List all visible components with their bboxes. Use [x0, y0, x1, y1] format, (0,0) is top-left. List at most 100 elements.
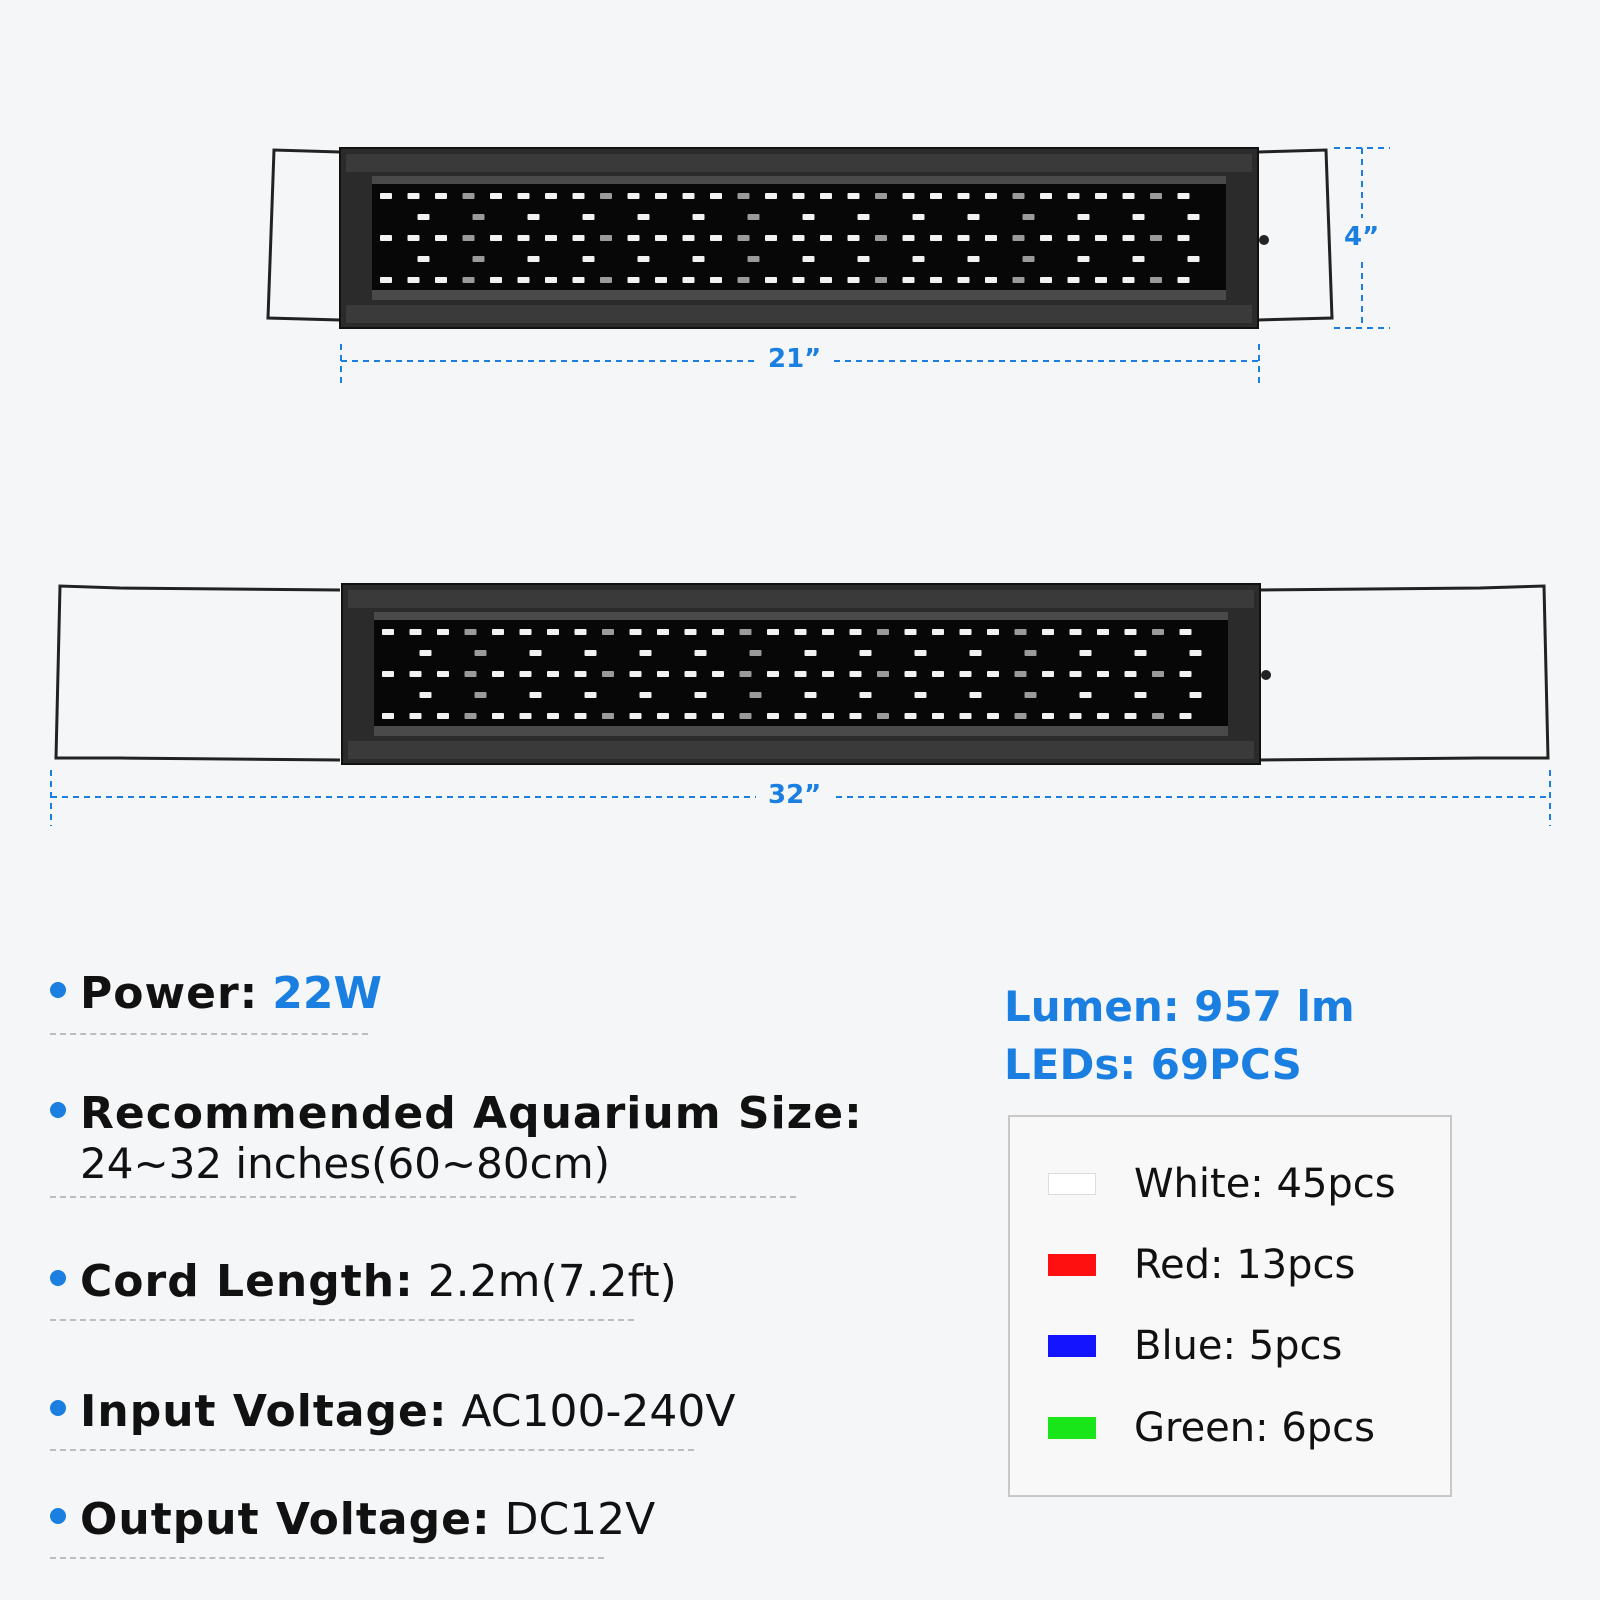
led-chip: [545, 235, 557, 241]
led-chip: [877, 671, 889, 677]
led-chip: [737, 193, 750, 199]
led-chip: [419, 650, 432, 656]
swatch-red: [1048, 1254, 1096, 1276]
led-chip: [492, 671, 504, 677]
led-chip: [694, 692, 707, 698]
led-chip: [582, 214, 595, 220]
led-chip: [547, 713, 559, 719]
light-fixture-retracted: [266, 147, 1334, 329]
led-chip: [749, 650, 762, 656]
led-chip: [847, 193, 860, 199]
dimension-lines-bottom: [50, 770, 1551, 826]
led-chip: [959, 629, 972, 635]
led-chip: [904, 713, 917, 719]
led-array-bottom: [382, 629, 1202, 719]
led-chip: [712, 629, 724, 635]
led-chip: [1187, 214, 1200, 220]
led-chip: [1189, 692, 1202, 698]
led-chip: [519, 671, 532, 677]
led-chip: [1122, 235, 1135, 241]
led-chip: [472, 256, 485, 262]
led-chip: [407, 235, 420, 241]
led-chip: [712, 671, 724, 677]
spec-value: 22W: [272, 968, 383, 1019]
height-label: 4”: [1344, 222, 1380, 252]
led-chip: [684, 629, 697, 635]
led-chip: [1095, 235, 1107, 241]
led-chip: [794, 629, 807, 635]
led-chip: [904, 671, 917, 677]
led-chip: [767, 629, 779, 635]
led-chip: [875, 193, 887, 199]
led-color-legend: White: 45pcs Red: 13pcs Blue: 5pcs Green…: [1008, 1115, 1452, 1497]
led-chip: [1152, 713, 1164, 719]
led-chip: [877, 629, 889, 635]
led-chip: [1069, 671, 1082, 677]
led-chip: [847, 277, 860, 283]
width-short-label: 21”: [768, 344, 822, 374]
led-chip: [794, 671, 807, 677]
led-chip: [822, 629, 834, 635]
led-chip: [684, 713, 697, 719]
led-chip: [1022, 256, 1035, 262]
led-chip: [472, 214, 485, 220]
led-chip: [492, 629, 504, 635]
led-chip: [627, 235, 640, 241]
led-chip: [517, 235, 530, 241]
led-chip: [985, 277, 997, 283]
led-chip: [747, 256, 760, 262]
led-chip: [692, 256, 705, 262]
led-chip: [987, 629, 999, 635]
led-chip: [794, 713, 807, 719]
legend-item-white: White: 45pcs: [1048, 1159, 1396, 1209]
led-chip: [849, 629, 862, 635]
led-chip: [1040, 235, 1052, 241]
swatch-green: [1048, 1417, 1096, 1439]
led-chip: [912, 214, 925, 220]
led-chip: [382, 713, 394, 719]
led-chip: [932, 671, 944, 677]
spec-key: Output Voltage:: [80, 1494, 491, 1545]
led-chip: [737, 277, 750, 283]
led-chip: [739, 671, 752, 677]
led-chip: [1069, 713, 1082, 719]
led-chip: [682, 277, 695, 283]
led-chip: [1014, 713, 1027, 719]
spec-key: Input Voltage:: [80, 1386, 448, 1437]
led-chip: [1077, 214, 1090, 220]
led-chip: [902, 235, 915, 241]
led-chip: [859, 650, 872, 656]
led-chip: [435, 193, 447, 199]
led-chip: [657, 629, 669, 635]
led-chip: [820, 277, 832, 283]
spec-aquarium-size: Recommended Aquarium Size: 24~32 inches(…: [50, 1088, 862, 1198]
led-chip: [517, 277, 530, 283]
led-chip: [435, 277, 447, 283]
led-chip: [849, 713, 862, 719]
led-chip: [637, 214, 650, 220]
led-chip: [857, 214, 870, 220]
led-chip: [875, 235, 887, 241]
led-chip: [930, 235, 942, 241]
led-chip: [380, 235, 392, 241]
led-chip: [490, 193, 502, 199]
led-chip: [1042, 671, 1054, 677]
led-chip: [692, 214, 705, 220]
led-chip: [1177, 235, 1190, 241]
led-chip: [1179, 713, 1192, 719]
led-chip: [519, 629, 532, 635]
led-chip: [419, 692, 432, 698]
led-chip: [967, 256, 980, 262]
led-chip: [600, 235, 612, 241]
led-chip: [639, 650, 652, 656]
led-chip: [792, 235, 805, 241]
led-chip: [582, 256, 595, 262]
led-chip: [1042, 713, 1054, 719]
led-chip: [519, 713, 532, 719]
led-chip: [875, 277, 887, 283]
led-chip: [409, 629, 422, 635]
led-chip: [820, 235, 832, 241]
led-chip: [655, 235, 667, 241]
spec-value: DC12V: [504, 1494, 656, 1545]
led-chip: [517, 193, 530, 199]
